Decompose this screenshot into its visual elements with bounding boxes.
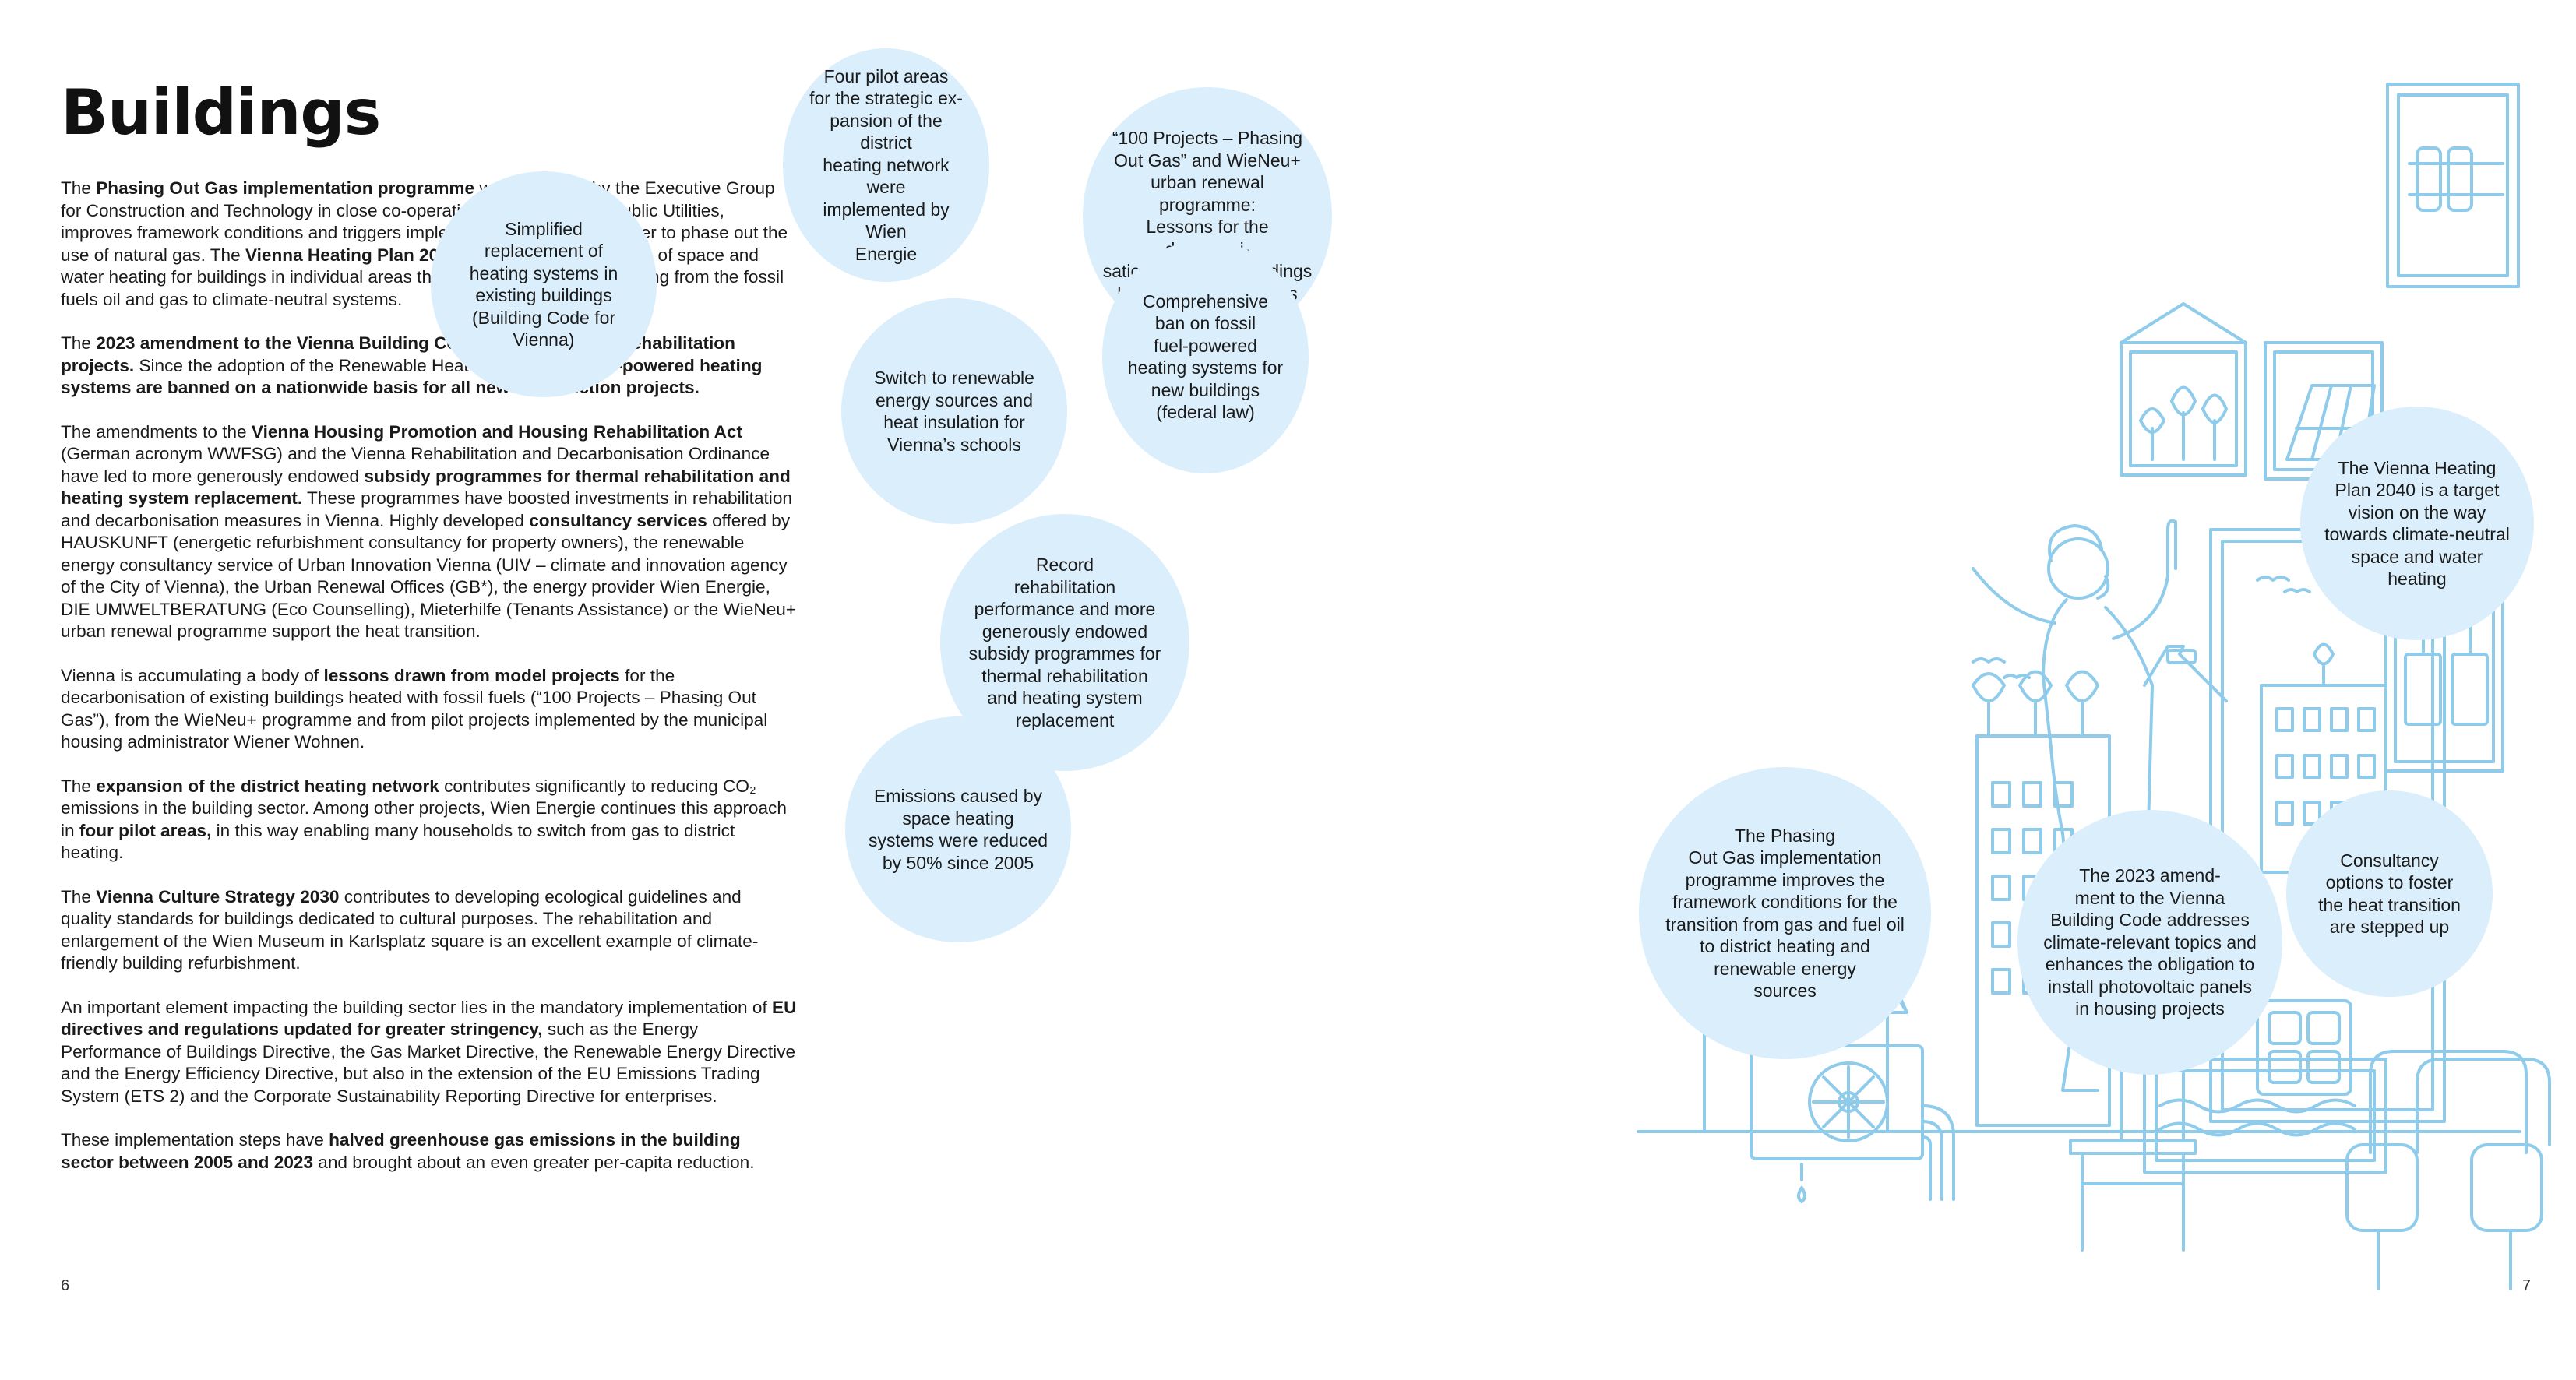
heat-pump-icon: [1750, 1044, 1955, 1203]
bubble-consultancy-options: Consultancy options to foster the heat t…: [2286, 790, 2493, 997]
text-run: Vienna is accumulating a body of: [61, 665, 324, 685]
paragraph-phasing-out-gas: The Phasing Out Gas implementation progr…: [61, 178, 797, 311]
bold-run: expansion of the district heating networ…: [96, 776, 439, 796]
text-run: such as the Energy Performance of Buildi…: [61, 1019, 796, 1106]
window-with-water: [2143, 1058, 2387, 1174]
text-run: contributes significantly to reducing CO…: [61, 776, 787, 840]
bold-run: Vienna Culture Strategy 2030: [96, 886, 340, 907]
paragraph-district-heating: The expansion of the district heating ne…: [61, 776, 797, 864]
paragraph-housing-promotion: The amendments to the Vienna Housing Pro…: [61, 421, 797, 643]
text-run: in this way enabling many households to …: [61, 820, 735, 863]
bold-run: Vienna Housing Promotion and Housing Reh…: [251, 421, 743, 442]
person-worker-icon: [1972, 519, 2228, 1092]
page-number-right: 7: [2521, 1277, 2531, 1294]
text-run: The: [61, 333, 97, 353]
page-title: Buildings: [61, 76, 381, 149]
bold-run: 2023 amendment to the Vienna Building Co…: [96, 333, 478, 353]
bubble-phasing-out-gas-programme: The Phasing Out Gas implementation progr…: [1639, 767, 1931, 1059]
bold-run: consultancy services: [529, 510, 707, 530]
bold-run: four pilot areas,: [79, 820, 212, 840]
bubble-record-rehabilitation: Record rehabilitation performance and mo…: [940, 514, 1189, 771]
bold-run: lessons drawn from model projects: [323, 665, 620, 685]
body-text: The Phasing Out Gas implementation progr…: [61, 178, 797, 1195]
text-run: and brought about an even greater per-ca…: [313, 1152, 755, 1172]
text-run: The: [61, 886, 97, 907]
paragraph-culture-strategy: The Vienna Culture Strategy 2030 contrib…: [61, 886, 797, 975]
framed-heating-pipes-picture: [2386, 83, 2520, 288]
paragraph-emissions-halved: These implementation steps have halved g…: [61, 1129, 797, 1174]
bold-run: subsidy programmes for thermal rehabilit…: [61, 466, 791, 509]
text-run: contributes to developing ecological gui…: [61, 886, 759, 973]
text-run: The amendments to the: [61, 421, 252, 442]
text-run: offered by HAUSKUNFT (energetic refurbis…: [61, 510, 797, 642]
text-run: These programmes have boosted investment…: [61, 488, 792, 530]
text-run: The: [61, 178, 97, 198]
bubble-emissions-reduced: Emissions caused by space heating system…: [845, 716, 1071, 942]
bold-run: Phasing Out Gas implementation programme: [96, 178, 475, 198]
text-run: (German acronym WWFSG) and the Vienna Re…: [61, 444, 770, 486]
bubble-fossil-heating-ban: Comprehensive ban on fossil fuel-powered…: [1102, 240, 1309, 473]
paragraph-model-projects: Vienna is accumulating a body of lessons…: [61, 665, 797, 754]
page-number-left: 6: [61, 1277, 70, 1294]
bold-run: halved greenhouse gas emissions in the b…: [61, 1130, 741, 1172]
bold-run: Vienna Heating Plan 2040: [245, 245, 459, 265]
paragraph-building-code: The 2023 amendment to the Vienna Buildin…: [61, 333, 797, 400]
armchair-icon: [2345, 1050, 2551, 1290]
bubble-vienna-heating-plan: The Vienna Heating Plan 2040 is a target…: [2300, 407, 2534, 640]
bubble-renewable-schools: Switch to renewable energy sources and h…: [841, 298, 1067, 524]
text-run: was launched by the Executive Group for …: [61, 178, 788, 265]
bubble-building-code-amendment: The 2023 amend- ment to the Vienna Build…: [2017, 810, 2282, 1075]
text-run: The: [61, 776, 97, 796]
bubble-simplified-replacement: Simplified replacement of heating system…: [431, 171, 657, 397]
stepladder-icon: [2069, 1050, 2197, 1252]
text-run: for the decarbonisation of existing buil…: [61, 665, 768, 752]
left-page: Buildings The Phasing Out Gas implementa…: [61, 76, 797, 1294]
bold-run: EU directives and regulations updated fo…: [61, 997, 797, 1040]
bubble-four-pilot-areas: Four pilot areas for the strategic ex- p…: [783, 48, 989, 282]
paragraph-eu-directives: An important element impacting the build…: [61, 997, 797, 1108]
text-run: An important element impacting the build…: [61, 997, 773, 1017]
solar-tile-panel: [2256, 999, 2352, 1096]
building-illustration: [1637, 83, 2551, 1290]
framed-trees-picture: [2120, 302, 2247, 477]
right-page: 7: [1288, 0, 2576, 1380]
text-run: These implementation steps have: [61, 1130, 329, 1149]
